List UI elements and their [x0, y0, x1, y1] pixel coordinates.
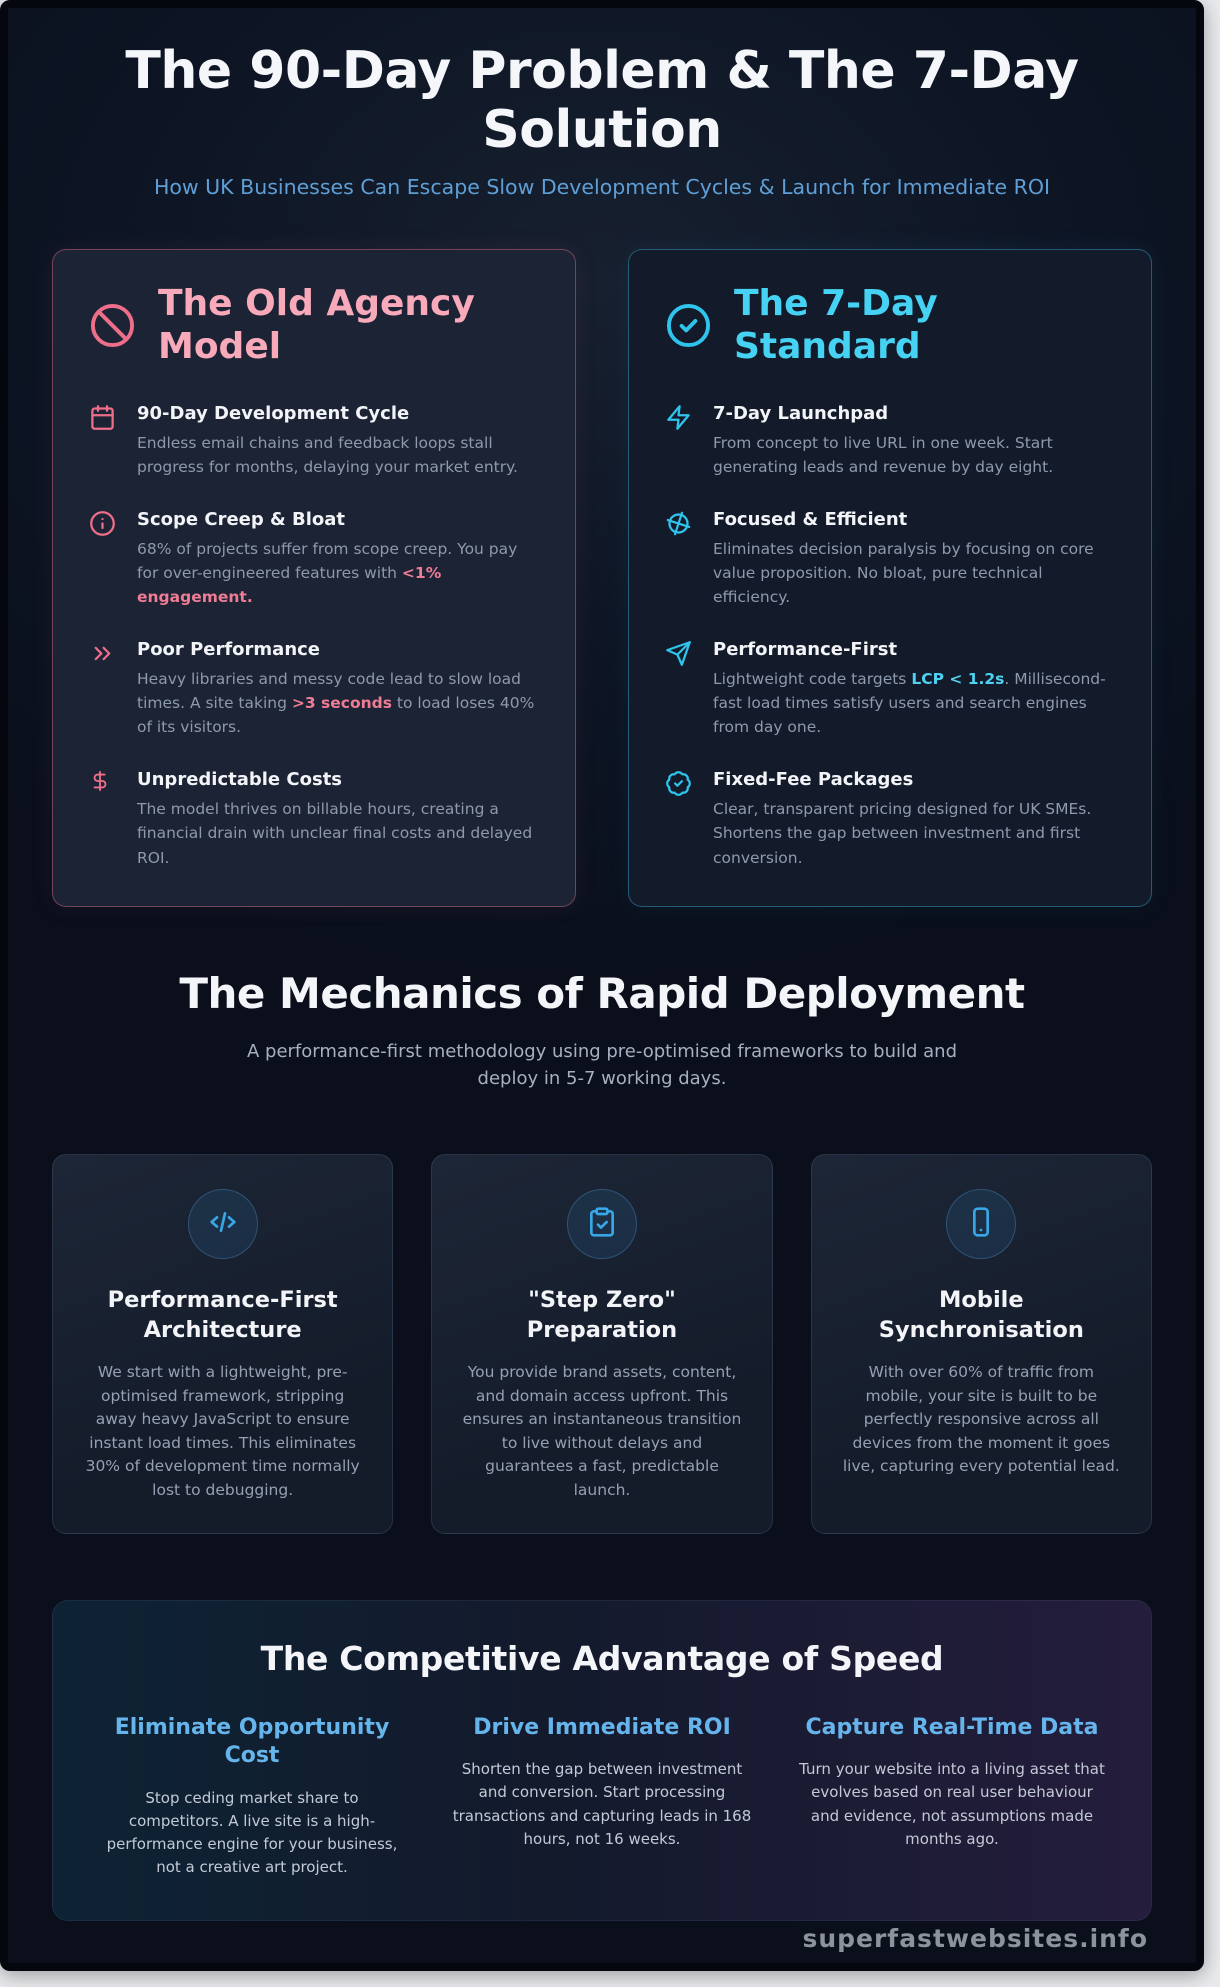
column-desc: Shorten the gap between investment and c…	[452, 1760, 752, 1848]
card-title: Performance-First Architecture	[107, 1286, 338, 1343]
focus-circle-icon	[665, 509, 693, 609]
smartphone-icon	[965, 1206, 997, 1242]
dollar-icon	[89, 769, 117, 869]
item-desc: Endless email chains and feedback loops …	[137, 431, 539, 479]
list-item: Fixed-Fee Packages Clear, transparent pr…	[665, 769, 1115, 869]
list-item: Poor Performance Heavy libraries and mes…	[89, 639, 539, 739]
mechanics-subtitle: A performance-first methodology using pr…	[246, 1040, 958, 1089]
list-item: 7-Day Launchpad From concept to live URL…	[665, 403, 1115, 479]
item-title: Performance-First	[713, 639, 898, 661]
mechanics-card-step-zero: "Step Zero" Preparation You provide bran…	[431, 1153, 773, 1534]
badge-check-icon	[665, 769, 693, 869]
item-desc-text: From concept to live URL in one week. St…	[713, 434, 1054, 477]
site-url: superfastwebsites.info	[802, 1924, 1148, 1953]
item-desc: 68% of projects suffer from scope creep.…	[137, 537, 539, 609]
mechanics-card-mobile: Mobile Synchronisation With over 60% of …	[810, 1153, 1152, 1534]
advantage-section: The Competitive Advantage of Speed Elimi…	[52, 1599, 1152, 1921]
card-desc: You provide brand assets, content, and d…	[462, 1363, 742, 1499]
card-title: Mobile Synchronisation	[878, 1286, 1084, 1343]
list-item: Unpredictable Costs The model thrives on…	[89, 769, 539, 869]
mechanics-title: The Mechanics of Rapid Deployment	[179, 968, 1025, 1018]
list-item: 90-Day Development Cycle Endless email c…	[89, 403, 539, 479]
item-title: Poor Performance	[137, 639, 321, 661]
item-title: Fixed-Fee Packages	[713, 769, 914, 791]
ban-icon	[89, 302, 136, 349]
item-desc-text: Eliminates decision paralysis by focusin…	[713, 540, 1094, 607]
item-desc-highlight: <1% engagement.	[137, 564, 442, 607]
calendar-icon	[89, 403, 117, 479]
item-title: Unpredictable Costs	[137, 769, 343, 791]
icon-circle	[946, 1188, 1017, 1259]
item-desc-text: Lightweight code targets	[713, 670, 912, 689]
icon-circle	[566, 1188, 637, 1259]
advantage-col-data: Capture Real-Time Data Turn your website…	[797, 1714, 1107, 1880]
old-card-title: The Old Agency Model	[158, 282, 475, 368]
item-title: 7-Day Launchpad	[713, 403, 889, 425]
item-desc-text: Heavy libraries and messy code lead to s…	[137, 670, 521, 713]
code-icon	[207, 1206, 239, 1242]
item-desc: The model thrives on billable hours, cre…	[137, 797, 539, 869]
item-desc-highlight: >3 seconds	[291, 694, 392, 713]
new-card-title: The 7-Day Standard	[734, 282, 938, 368]
check-circle-icon	[665, 302, 712, 349]
advantage-col-roi: Drive Immediate ROI Shorten the gap betw…	[447, 1714, 757, 1880]
item-desc-text: to load loses 40% of its visitors.	[137, 694, 535, 737]
info-icon	[89, 509, 117, 609]
item-desc: From concept to live URL in one week. St…	[713, 431, 1115, 479]
old-card-header: The Old Agency Model	[89, 282, 539, 370]
item-desc-text: Clear, transparent pricing designed for …	[713, 800, 1092, 867]
old-agency-model-card: The Old Agency Model 90-Day Development …	[52, 248, 576, 907]
seven-day-standard-card: The 7-Day Standard 7-Day Launchpad From …	[628, 248, 1152, 907]
chevrons-right-icon	[89, 639, 117, 739]
item-title: 90-Day Development Cycle	[137, 403, 410, 425]
column-desc: Turn your website into a living asset th…	[799, 1760, 1105, 1848]
advantage-title: The Competitive Advantage of Speed	[260, 1638, 944, 1678]
mechanics-card-architecture: Performance-First Architecture We start …	[52, 1153, 394, 1534]
card-desc: We start with a lightweight, pre-optimis…	[85, 1363, 360, 1499]
page-subtitle: How UK Businesses Can Escape Slow Develo…	[153, 174, 1051, 199]
item-desc-highlight: LCP < 1.2s	[911, 670, 1005, 689]
item-desc: Clear, transparent pricing designed for …	[713, 797, 1115, 869]
mechanics-cards: Performance-First Architecture We start …	[52, 1153, 1152, 1534]
column-title: Eliminate Opportunity Cost	[114, 1714, 390, 1769]
item-desc-text: 68% of projects suffer from scope creep.…	[137, 540, 518, 583]
send-icon	[665, 639, 693, 739]
column-desc: Stop ceding market share to competitors.…	[106, 1788, 398, 1877]
item-desc-text: The model thrives on billable hours, cre…	[137, 800, 533, 867]
list-item: Performance-First Lightweight code targe…	[665, 639, 1115, 739]
zap-icon	[665, 403, 693, 479]
card-title: "Step Zero" Preparation	[526, 1286, 678, 1343]
column-title: Drive Immediate ROI	[473, 1714, 731, 1740]
infographic-poster: The 90-Day Problem & The 7-Day Solution …	[0, 0, 1204, 1971]
comparison-section: The Old Agency Model 90-Day Development …	[52, 248, 1152, 907]
item-desc: Eliminates decision paralysis by focusin…	[713, 537, 1115, 609]
icon-circle	[187, 1188, 258, 1259]
page-title: The 90-Day Problem & The 7-Day Solution	[125, 41, 1079, 161]
item-desc-text: . Millisecond-fast load times satisfy us…	[713, 670, 1106, 737]
item-desc-text: Endless email chains and feedback loops …	[137, 434, 518, 477]
column-title: Capture Real-Time Data	[805, 1714, 1099, 1740]
list-item: Scope Creep & Bloat 68% of projects suff…	[89, 509, 539, 609]
advantage-col-opportunity: Eliminate Opportunity Cost Stop ceding m…	[97, 1714, 407, 1880]
card-desc: With over 60% of traffic from mobile, yo…	[842, 1363, 1120, 1476]
item-title: Focused & Efficient	[713, 509, 908, 531]
new-card-header: The 7-Day Standard	[665, 282, 1115, 370]
item-desc: Heavy libraries and messy code lead to s…	[137, 667, 539, 739]
list-item: Focused & Efficient Eliminates decision …	[665, 509, 1115, 609]
item-title: Scope Creep & Bloat	[137, 509, 345, 531]
item-desc: Lightweight code targets LCP < 1.2s. Mil…	[713, 667, 1115, 739]
advantage-columns: Eliminate Opportunity Cost Stop ceding m…	[97, 1714, 1107, 1880]
clipboard-check-icon	[586, 1206, 618, 1242]
